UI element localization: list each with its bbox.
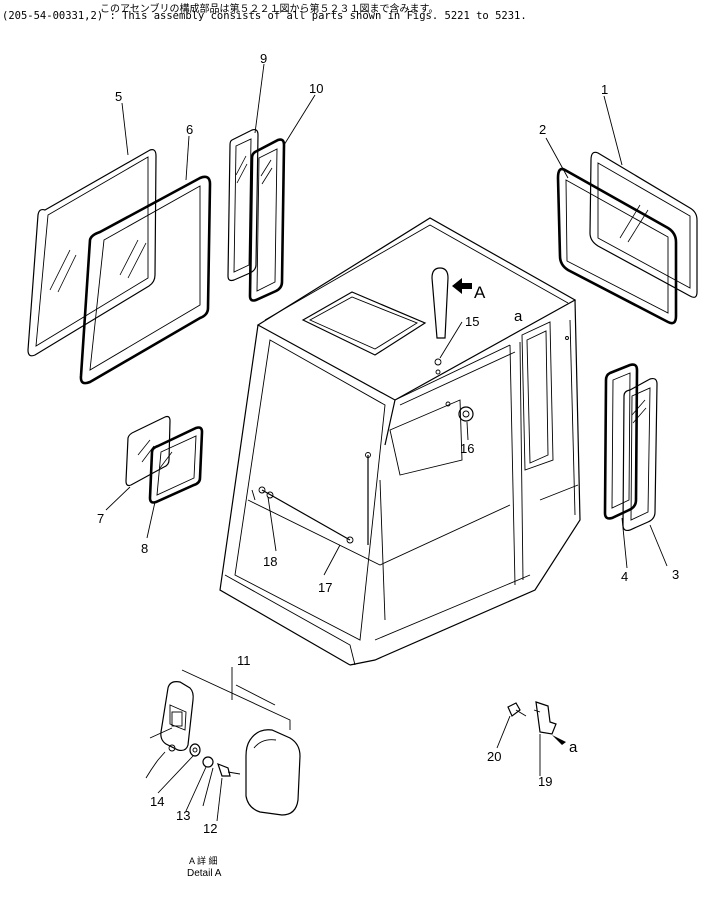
detail-a-assembly: [145, 669, 301, 816]
detail-caption-japanese: A 詳 細: [189, 855, 218, 866]
window-5: [27, 149, 157, 357]
window-seal-2: [556, 167, 678, 325]
callout-10: 10: [309, 81, 323, 96]
leader-lines: [105, 63, 668, 822]
window-3: [622, 377, 658, 532]
callout-1: 1: [601, 82, 608, 97]
callout-20: 20: [487, 749, 501, 764]
callout-7: 7: [97, 511, 104, 526]
callout-18: 18: [263, 554, 277, 569]
callout-15: 15: [465, 314, 479, 329]
callout-16: 16: [460, 441, 474, 456]
callout-17: 17: [318, 580, 332, 595]
ref-a-top: a: [514, 308, 523, 325]
bracket-assembly: a: [507, 701, 578, 756]
callout-2: 2: [539, 122, 546, 137]
view-arrow-a: A: [452, 278, 486, 302]
callout-3: 3: [672, 567, 679, 582]
window-seal-4: [603, 363, 639, 520]
callout-11: 11: [237, 653, 251, 668]
header-japanese-note: このアセンブリの構成部品は第５２２１図から第５２３１図まで含みます。: [100, 4, 439, 15]
callout-6: 6: [186, 122, 193, 137]
detail-caption-english: Detail A: [187, 868, 222, 879]
header-english-note: (205-54-00331,2) : This assembly consist…: [2, 10, 527, 22]
callout-5: 5: [115, 89, 122, 104]
callout-14: 14: [150, 794, 164, 809]
view-a-label: A: [474, 283, 486, 302]
ref-a-bottom: a: [569, 739, 578, 756]
callout-8: 8: [141, 541, 148, 556]
callout-4: 4: [621, 569, 628, 584]
callout-19: 19: [538, 774, 552, 789]
window-seal-8: [148, 426, 204, 504]
window-seal-6: [79, 175, 212, 385]
callout-13: 13: [176, 808, 190, 823]
callout-9: 9: [260, 51, 267, 66]
cab-body: [219, 217, 581, 666]
window-seal-10: [248, 138, 286, 302]
callout-12: 12: [203, 821, 217, 836]
window-1: [589, 151, 698, 298]
